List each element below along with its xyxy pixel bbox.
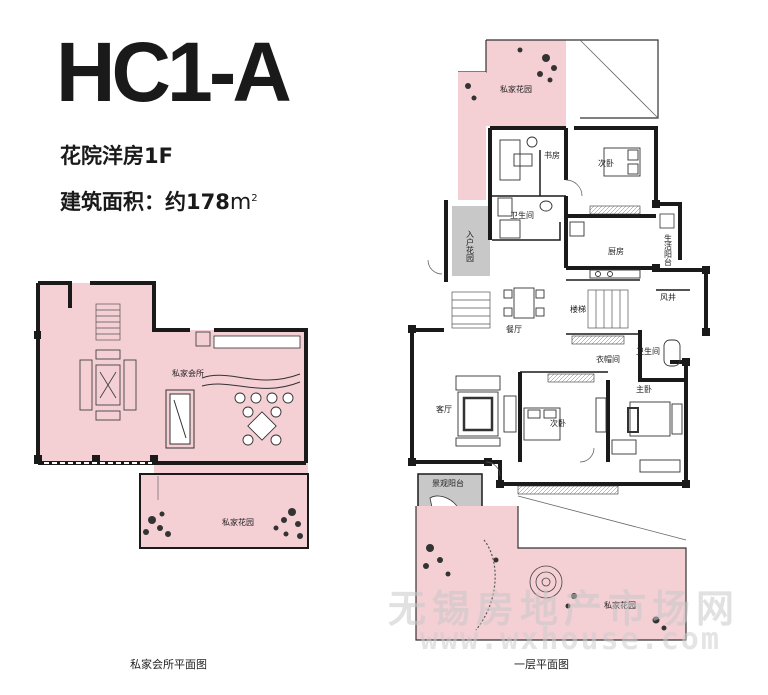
room-label-bedroom-mid: 次卧 bbox=[550, 418, 566, 428]
room-label-bedroom-top: 次卧 bbox=[598, 158, 614, 168]
pink-path-left bbox=[458, 72, 486, 200]
building-area: 建筑面积：约178m2 bbox=[60, 186, 258, 216]
plan-subtitle: 花院洋房1F bbox=[60, 144, 173, 168]
room-label-kitchen: 厨房 bbox=[608, 246, 624, 256]
room-label-stair: 楼梯 bbox=[570, 304, 586, 314]
billiard-table bbox=[165, 389, 195, 449]
clubhouse-pink-step bbox=[154, 463, 308, 474]
pink-garden-top bbox=[486, 40, 566, 126]
clubhouse-plan: 私家会所 私家花园 bbox=[34, 281, 309, 549]
first-floor-windows bbox=[517, 205, 641, 495]
area-unit: m bbox=[229, 190, 252, 215]
door-swings bbox=[427, 179, 595, 477]
kitchen-fixtures bbox=[569, 221, 641, 279]
column bbox=[34, 331, 41, 339]
clubhouse-garden-outline bbox=[139, 473, 309, 549]
master-furniture bbox=[611, 401, 683, 473]
room-label-bathroom-top: 卫生间 bbox=[510, 210, 534, 220]
garden-top-outline-left bbox=[458, 40, 487, 73]
first-floor-walls bbox=[410, 126, 708, 486]
column bbox=[92, 455, 100, 464]
clubhouse-plan-caption: 私家会所平面图 bbox=[130, 658, 207, 671]
room-label-vent: 风井 bbox=[660, 292, 676, 302]
bedroom-mid-furniture bbox=[523, 397, 607, 441]
column bbox=[34, 455, 42, 464]
garden-bottom-outline bbox=[415, 506, 687, 641]
first-floor-plan: 私家花园 入户花园 bbox=[408, 39, 710, 641]
bathroom-top-fixtures bbox=[497, 197, 553, 239]
column bbox=[150, 455, 158, 464]
bathtub bbox=[663, 339, 681, 367]
pink-garden-bottom-left bbox=[416, 506, 518, 548]
dining-set bbox=[503, 287, 545, 319]
room-label-clubhouse-garden: 私家花园 bbox=[222, 517, 254, 527]
utility-sink bbox=[659, 213, 675, 229]
first-floor-plan-caption: 一层平面图 bbox=[514, 658, 569, 671]
living-furniture bbox=[455, 375, 517, 447]
room-label-living: 客厅 bbox=[436, 404, 452, 414]
bar-counter-inner bbox=[201, 381, 301, 389]
room-label-study: 书房 bbox=[544, 150, 560, 160]
area-label: 建筑面积：约178 bbox=[60, 190, 230, 214]
plan-title: HC1-A bbox=[56, 25, 292, 119]
bedroom-top-furniture bbox=[603, 147, 641, 177]
first-floor-inner-walls bbox=[492, 150, 690, 373]
room-label-closet: 衣帽间 bbox=[596, 354, 620, 364]
room-label-view-balcony: 景观阳台 bbox=[432, 478, 464, 488]
garden-top-diagonal bbox=[579, 39, 659, 119]
room-label-entry-garden: 入户花园 bbox=[466, 230, 475, 263]
clubhouse-cabinet bbox=[213, 335, 301, 349]
study-furniture bbox=[499, 136, 538, 181]
garden-plants bbox=[143, 508, 303, 539]
area-unit-superscript: 2 bbox=[251, 193, 258, 204]
pink-garden-bottom bbox=[416, 548, 686, 640]
room-label-garden-top: 私家花园 bbox=[500, 84, 532, 94]
garden-bottom-plants bbox=[423, 544, 667, 631]
bar-stools bbox=[234, 392, 294, 404]
clubhouse-sofa-set bbox=[79, 349, 137, 421]
garden-top-outline bbox=[486, 39, 659, 119]
room-label-bathroom-mid: 卫生间 bbox=[636, 346, 660, 356]
room-label-utility-balcony: 生活阳台 bbox=[664, 233, 673, 267]
room-label-garden-bottom: 私家花园 bbox=[604, 600, 636, 610]
card-table bbox=[242, 406, 282, 446]
clubhouse-walls bbox=[36, 281, 308, 465]
clubhouse-cabinet-small bbox=[195, 331, 211, 347]
gray-entry-garden bbox=[452, 206, 490, 276]
entry-stairs bbox=[451, 291, 491, 329]
round-pavilion bbox=[529, 565, 563, 599]
garden-bottom-diagonal bbox=[517, 495, 687, 541]
clubhouse-stairs bbox=[95, 303, 121, 341]
bar-counter bbox=[201, 373, 301, 381]
room-label-master: 主卧 bbox=[636, 384, 652, 394]
clubhouse-pink-garden bbox=[140, 474, 308, 548]
garden-top-plants bbox=[465, 47, 557, 101]
room-label-lounge: 私家会所 bbox=[172, 368, 204, 378]
main-stairs bbox=[587, 289, 629, 329]
garden-path bbox=[475, 539, 496, 631]
room-label-dining: 餐厅 bbox=[506, 325, 522, 334]
